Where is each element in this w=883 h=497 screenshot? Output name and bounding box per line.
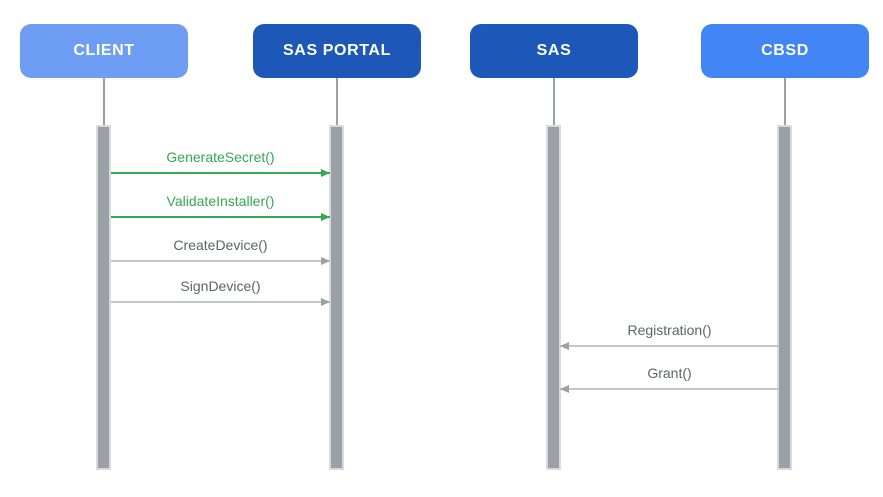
- message-label: SignDevice(): [180, 278, 261, 294]
- arrow-right-icon: [321, 168, 330, 177]
- message-validate-installer: ValidateInstaller(): [111, 191, 330, 221]
- message-grant: Grant(): [560, 363, 779, 393]
- lifeline-sas: [553, 78, 555, 125]
- lifeline-sas-portal: [336, 78, 338, 125]
- activation-bar-cbsd: [777, 125, 792, 470]
- arrow-right-icon: [321, 297, 330, 306]
- actor-box-sas: SAS: [470, 24, 638, 78]
- message-arrow-line: [111, 168, 330, 177]
- actor-box-sas-portal: SAS PORTAL: [253, 24, 421, 78]
- message-arrow-line: [560, 384, 779, 393]
- message-arrow-line: [111, 212, 330, 221]
- activation-bar-sas-portal: [329, 125, 344, 470]
- message-create-device: CreateDevice(): [111, 235, 330, 265]
- message-arrow-line: [560, 341, 779, 350]
- lifeline-client: [103, 78, 105, 125]
- message-generate-secret: GenerateSecret(): [111, 147, 330, 177]
- message-sign-device: SignDevice(): [111, 276, 330, 306]
- actor-box-client: CLIENT: [20, 24, 188, 78]
- message-arrow-line: [111, 297, 330, 306]
- arrow-right-icon: [321, 212, 330, 221]
- actor-box-cbsd: CBSD: [701, 24, 869, 78]
- lifeline-cbsd: [784, 78, 786, 125]
- message-label: Registration(): [627, 322, 712, 338]
- message-label: GenerateSecret(): [166, 149, 275, 165]
- message-registration: Registration(): [560, 320, 779, 350]
- message-label: ValidateInstaller(): [166, 193, 275, 209]
- message-arrow-line: [111, 256, 330, 265]
- arrow-left-icon: [560, 384, 569, 393]
- activation-bar-sas: [546, 125, 561, 470]
- arrow-right-icon: [321, 256, 330, 265]
- activation-bar-client: [96, 125, 111, 470]
- message-label: Grant(): [647, 365, 692, 381]
- message-label: CreateDevice(): [173, 237, 268, 253]
- arrow-left-icon: [560, 341, 569, 350]
